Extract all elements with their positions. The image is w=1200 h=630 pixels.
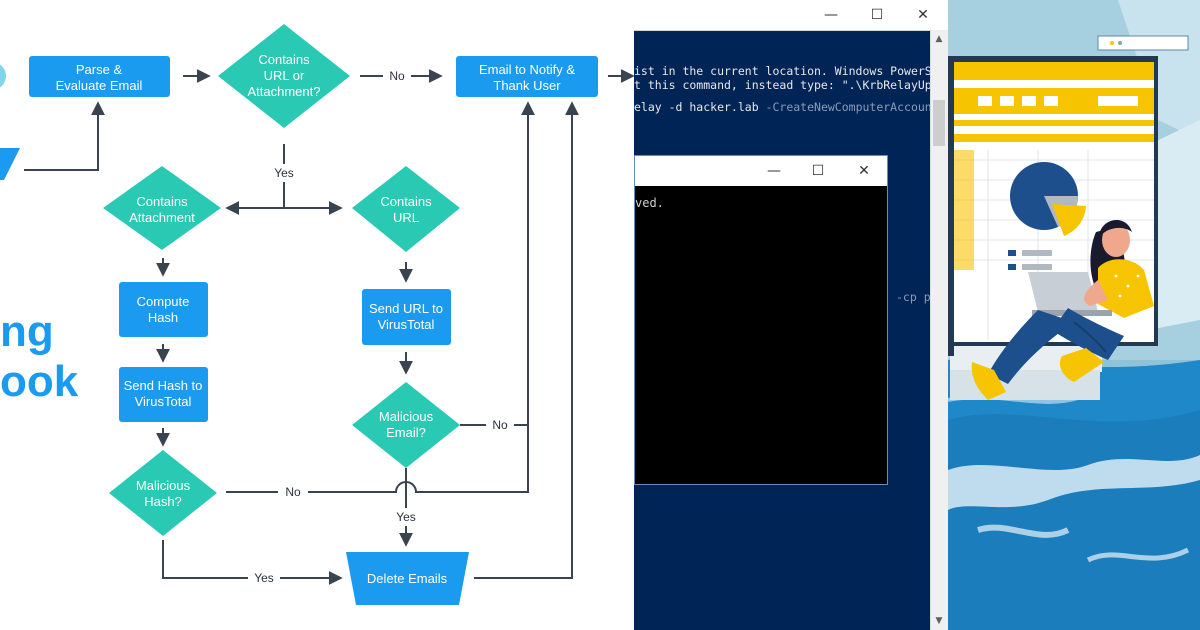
svg-text:Evaluate Email: Evaluate Email [56, 78, 143, 93]
minimize-icon[interactable]: — [824, 7, 838, 23]
woman-with-laptop-icon [971, 219, 1154, 400]
flowchart: ng ook [0, 24, 634, 605]
svg-text:Hash?: Hash? [144, 494, 182, 509]
pie-chart-icon [1010, 162, 1086, 236]
svg-text:Thank User: Thank User [493, 78, 561, 93]
woman-with-laptop-illustration [948, 0, 1200, 630]
node-malicious-email: Malicious Email? [352, 382, 460, 468]
edge-label-no-email: No [492, 418, 508, 432]
flow-edges [24, 69, 634, 585]
side-title-line-1: ng [0, 307, 54, 356]
partial-circle-icon [0, 64, 6, 88]
svg-text:Hash: Hash [148, 310, 178, 325]
node-send-hash-virustotal: Send Hash to VirusTotal [119, 367, 208, 422]
edge-delete-to-notify [474, 101, 579, 579]
svg-text:Delete Emails: Delete Emails [367, 571, 448, 586]
command-text: elay -d hacker.lab [634, 100, 766, 114]
svg-text:Email to Notify &: Email to Notify & [479, 62, 575, 77]
node-malicious-hash: Malicious Hash? [109, 450, 217, 536]
edge-label-no-notify: No [389, 69, 405, 83]
window-titlebar: — ☐ ✕ [634, 0, 948, 31]
node-parse-evaluate-email: Parse & Evaluate Email [29, 56, 170, 97]
terminal-line-1: ist in the current location. Windows Pow… [634, 64, 932, 78]
svg-text:Malicious: Malicious [379, 409, 434, 424]
close-icon[interactable]: ✕ [917, 7, 929, 23]
node-compute-hash: Compute Hash [119, 282, 208, 337]
side-title-line-2: ook [0, 357, 79, 406]
scrollbar[interactable]: ▲ ▼ [930, 30, 948, 630]
cmd-maximize-icon[interactable]: ☐ [811, 163, 825, 179]
svg-text:VirusTotal: VirusTotal [135, 394, 192, 409]
terminal-line-2: t this command, instead type: ".\KrbRela… [634, 78, 932, 92]
maximize-icon[interactable]: ☐ [870, 7, 884, 23]
terminal-command-line: elay -d hacker.lab -CreateNewComputerAcc… [634, 100, 932, 114]
svg-text:Email?: Email? [386, 425, 426, 440]
cmd-output-text: ved. [635, 196, 664, 210]
node-delete-emails: Delete Emails [346, 552, 469, 605]
terminal-partial-param: -cp p [896, 290, 931, 304]
svg-text:Malicious: Malicious [136, 478, 191, 493]
scroll-up-icon[interactable]: ▲ [935, 34, 943, 44]
svg-text:Contains: Contains [380, 194, 432, 209]
svg-text:Attachment?: Attachment? [248, 84, 321, 99]
edge-label-no-hash: No [285, 485, 301, 499]
svg-text:URL or: URL or [264, 68, 305, 83]
edge-malemail-no-b [514, 101, 535, 426]
svg-text:Contains: Contains [258, 52, 310, 67]
powershell-window: — ☐ ✕ ist in the current location. Windo… [634, 0, 948, 630]
edge-label-yes-email: Yes [396, 510, 416, 524]
node-contains-attachment: Contains Attachment [103, 166, 221, 250]
svg-text:Send Hash to: Send Hash to [124, 378, 203, 393]
node-contains-url: Contains URL [352, 166, 460, 252]
scroll-down-icon[interactable]: ▼ [935, 616, 943, 626]
node-contains-url-or-attachment: Contains URL or Attachment? [218, 24, 350, 128]
svg-text:Send URL to: Send URL to [369, 301, 443, 316]
cmd-minimize-icon[interactable]: — [767, 163, 781, 179]
cmd-window: — ☐ ✕ ved. [634, 155, 888, 485]
cmd-window-titlebar: — ☐ ✕ [635, 156, 887, 186]
partial-triangle-icon [0, 148, 20, 180]
edge-label-yes: Yes [274, 166, 294, 180]
edge-start-to-parse [24, 101, 105, 171]
edge-malhash-yes-a [162, 540, 248, 579]
edge-label-yes-hash: Yes [254, 571, 274, 585]
svg-text:Parse &: Parse & [76, 62, 123, 77]
scrollbar-thumb[interactable] [933, 100, 945, 146]
svg-text:Contains: Contains [136, 194, 188, 209]
cmd-close-icon[interactable]: ✕ [858, 163, 870, 179]
svg-text:Compute: Compute [137, 294, 190, 309]
node-send-url-virustotal: Send URL to VirusTotal [362, 289, 451, 345]
command-param: -CreateNewComputerAccoun [765, 100, 932, 114]
node-email-notify-thank-user: Email to Notify & Thank User [456, 56, 598, 97]
svg-text:Attachment: Attachment [129, 210, 195, 225]
edge-malhash-no-b [308, 425, 529, 493]
svg-text:VirusTotal: VirusTotal [378, 317, 435, 332]
svg-text:URL: URL [393, 210, 419, 225]
